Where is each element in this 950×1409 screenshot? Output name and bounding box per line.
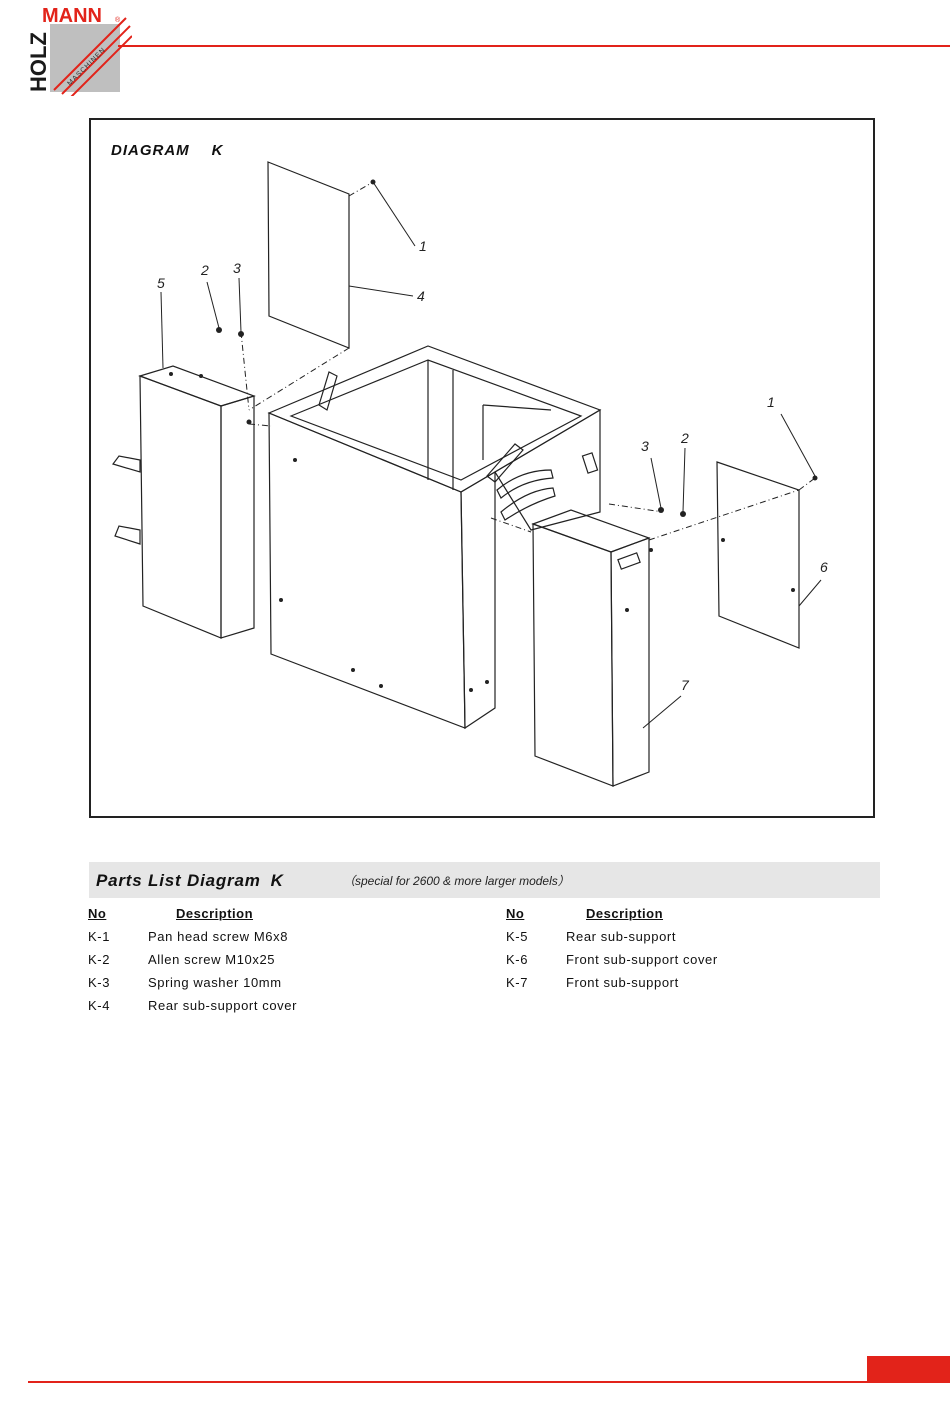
callout-4: 4 [417,288,425,304]
cabinet-right-bracket [486,443,524,483]
front-sub-support-cover-part [716,461,800,649]
footer-page-tab [867,1356,950,1382]
cabinet-right-panel [494,408,601,531]
callout-3-right: 3 [641,438,649,454]
part-description: Front sub-support cover [566,952,718,967]
callout-1-right: 1 [767,394,775,410]
logo-mann-text: MANN [42,5,102,27]
cabinet-side-slot [581,452,599,474]
part-number: K-1 [88,929,111,944]
callout-3-left: 3 [233,260,241,276]
right-col-desc-header: Description [586,906,664,921]
callout-leaders [160,181,822,729]
part-description: Rear sub-support [566,929,677,944]
callout-6: 6 [820,559,828,575]
callout-2-left: 2 [201,262,209,278]
front-sub-support-slot [617,552,641,570]
part-description: Spring washer 10mm [148,975,282,990]
part-number: K-2 [88,952,111,967]
holzmann-logo: MANN ® HOLZ MASCHINEN [26,2,133,99]
diagram-title-text: DIAGRAM [111,142,190,159]
part-number: K-7 [506,975,529,990]
callout-5: 5 [157,275,165,291]
callout-2-right: 2 [681,430,689,446]
part-description: Front sub-support [566,975,679,990]
left-col-desc-header: Description [176,906,254,921]
rear-sub-support-side-face [220,395,255,639]
callout-7: 7 [681,677,689,693]
parts-list-title-letter: K [270,871,284,890]
rear-sub-support-cover-part [267,161,350,349]
cabinet-side-post [460,470,496,730]
parts-list-subtitle: （special for 2600 & more larger models） [343,874,570,888]
fastener-markers [169,179,818,692]
part-description: Pan head screw M6x8 [148,929,289,944]
rear-sub-support-bracket-bottom [114,525,141,545]
diagram-k-frame: DIAGRAM K 1 4 2 3 5 1 3 2 6 7 [89,118,875,818]
diagram-title: DIAGRAM K [111,142,224,159]
cabinet-top-opening [289,359,583,481]
part-number: K-4 [88,998,111,1013]
part-number: K-5 [506,929,529,944]
parts-list-title-text: Parts List Diagram [96,871,261,890]
front-sub-support-front-face [532,523,614,787]
front-sub-support-side-face [610,537,650,787]
left-col-no-header: No [88,906,107,921]
part-description: Allen screw M10x25 [148,952,276,967]
callout-1-top: 1 [419,238,427,254]
footer-rule [28,1381,950,1383]
cabinet-handle-lower [500,487,556,521]
rear-sub-support-top [138,365,256,407]
exploded-view-drawing [112,161,822,787]
header-rule [118,45,950,47]
part-number: K-6 [506,952,529,967]
logo-registered-mark: ® [115,16,121,24]
diagram-title-letter: K [211,142,224,159]
parts-list-header: Parts List Diagram K （special for 2600 & … [89,862,880,898]
right-col-no-header: No [506,906,525,921]
cabinet-left-bracket [318,371,338,411]
cabinet-front-panel [268,412,466,729]
part-number: K-3 [88,975,111,990]
rear-sub-support-bracket-top [112,455,141,473]
parts-list-title: Parts List Diagram K [96,871,284,891]
front-sub-support-top [531,509,651,553]
rear-sub-support-front-face [139,375,222,639]
cabinet-handle-upper [496,469,554,499]
logo-holz-text: HOLZ [26,32,51,92]
part-description: Rear sub-support cover [148,998,298,1013]
